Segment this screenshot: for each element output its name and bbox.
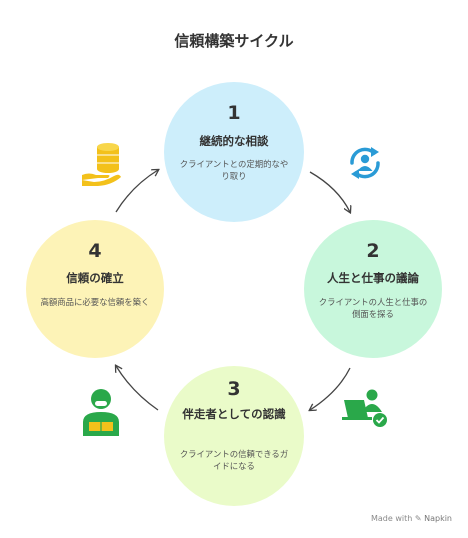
arrow-2-to-3 xyxy=(310,367,351,410)
arrow-4-to-1 xyxy=(115,170,158,213)
step-1-description: クライアントとの定期的なやり取り xyxy=(179,159,289,181)
step-4-number: 4 xyxy=(88,240,102,262)
diagram-title: 信頼構築サイクル xyxy=(174,32,294,50)
step-2-number: 2 xyxy=(366,240,380,262)
step-3-circle: 3 伴走者としての認識 クライアントの信頼できるガイドになる xyxy=(164,366,304,506)
step-4-circle: 4 信頼の確立 高額商品に必要な信頼を築く xyxy=(26,220,164,358)
step-4-heading: 信頼の確立 xyxy=(66,271,124,285)
footer-credit: Made with ✎ Napkin xyxy=(371,514,452,523)
napkin-logo-icon: ✎ xyxy=(414,514,422,523)
coins-hand-icon xyxy=(82,143,121,186)
step-3-heading: 伴走者としての認識 xyxy=(182,407,286,421)
step-2-heading: 人生と仕事の議論 xyxy=(327,271,419,285)
step-3-description: クライアントの信頼できるガイドになる xyxy=(179,449,289,471)
footer-brand: Napkin xyxy=(424,514,452,523)
step-2-circle: 2 人生と仕事の議論 クライアントの人生と仕事の側面を探る xyxy=(304,220,442,358)
step-4-description: 高額商品に必要な信頼を築く xyxy=(40,297,150,307)
step-2-description: クライアントの人生と仕事の側面を探る xyxy=(318,297,428,319)
footer-made-with: Made with xyxy=(370,514,413,523)
step-3-number: 3 xyxy=(227,378,241,400)
step-1-heading: 継続的な相談 xyxy=(199,134,269,148)
laptop-user-icon xyxy=(342,389,387,427)
step-1-circle: 1 継続的な相談 クライアントとの定期的なやり取り xyxy=(164,82,304,222)
arrow-3-to-4 xyxy=(116,366,159,411)
helper-person-icon xyxy=(83,389,119,436)
arrow-1-to-2 xyxy=(309,171,350,212)
step-1-number: 1 xyxy=(227,102,241,124)
refresh-user-icon xyxy=(350,147,380,179)
